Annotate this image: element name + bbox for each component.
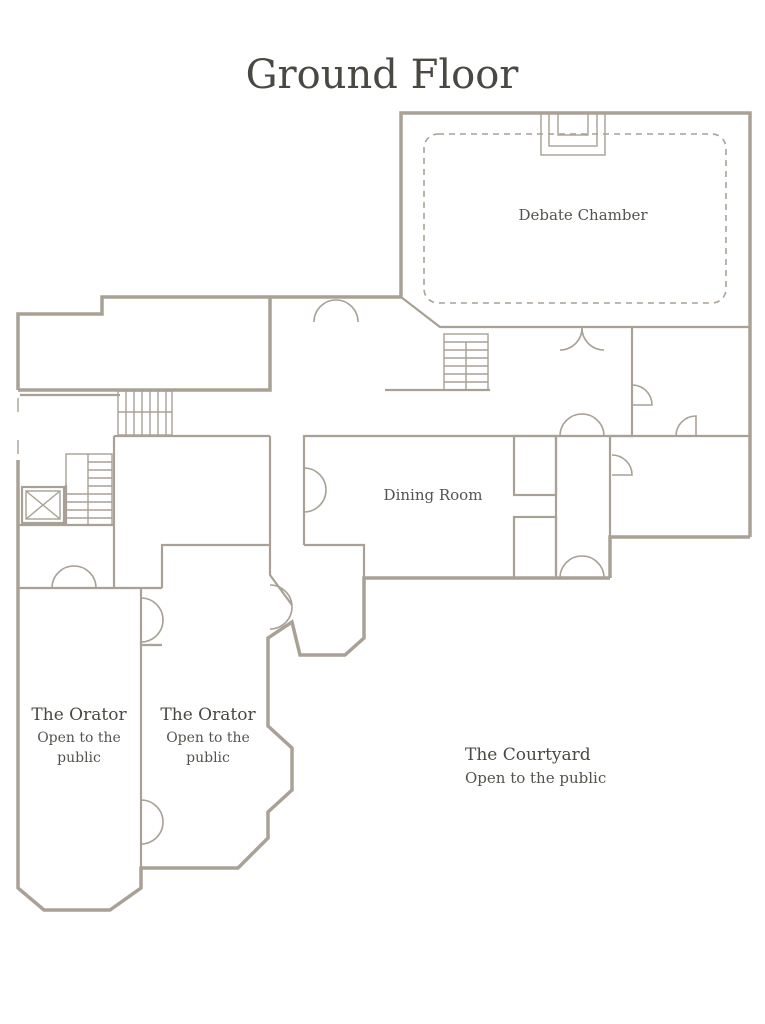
lift-icon [20,485,66,525]
orator-right-name: The Orator [160,705,256,725]
page-title: Ground Floor [246,52,520,98]
orator-right-note-1: Open to the [166,730,250,746]
debate-chamber-label: Debate Chamber [518,206,648,224]
orator-left-name: The Orator [31,705,127,725]
orator-left-label: The Orator Open to the public [31,705,127,766]
exterior-walls [16,295,750,912]
dining-room-label: Dining Room [384,486,483,504]
orator-right-label: The Orator Open to the public [160,705,256,766]
stairs-icon [65,333,489,526]
door-icon [17,299,697,845]
orator-left-note-1: Open to the [37,730,121,746]
orator-right-note-2: public [186,750,230,766]
courtyard-note: Open to the public [465,769,606,787]
debate-chamber [399,111,752,537]
orator-left-note-2: public [57,750,101,766]
courtyard-label: The Courtyard Open to the public [465,745,606,787]
interior-partitions [18,327,750,868]
courtyard-name: The Courtyard [465,745,591,765]
